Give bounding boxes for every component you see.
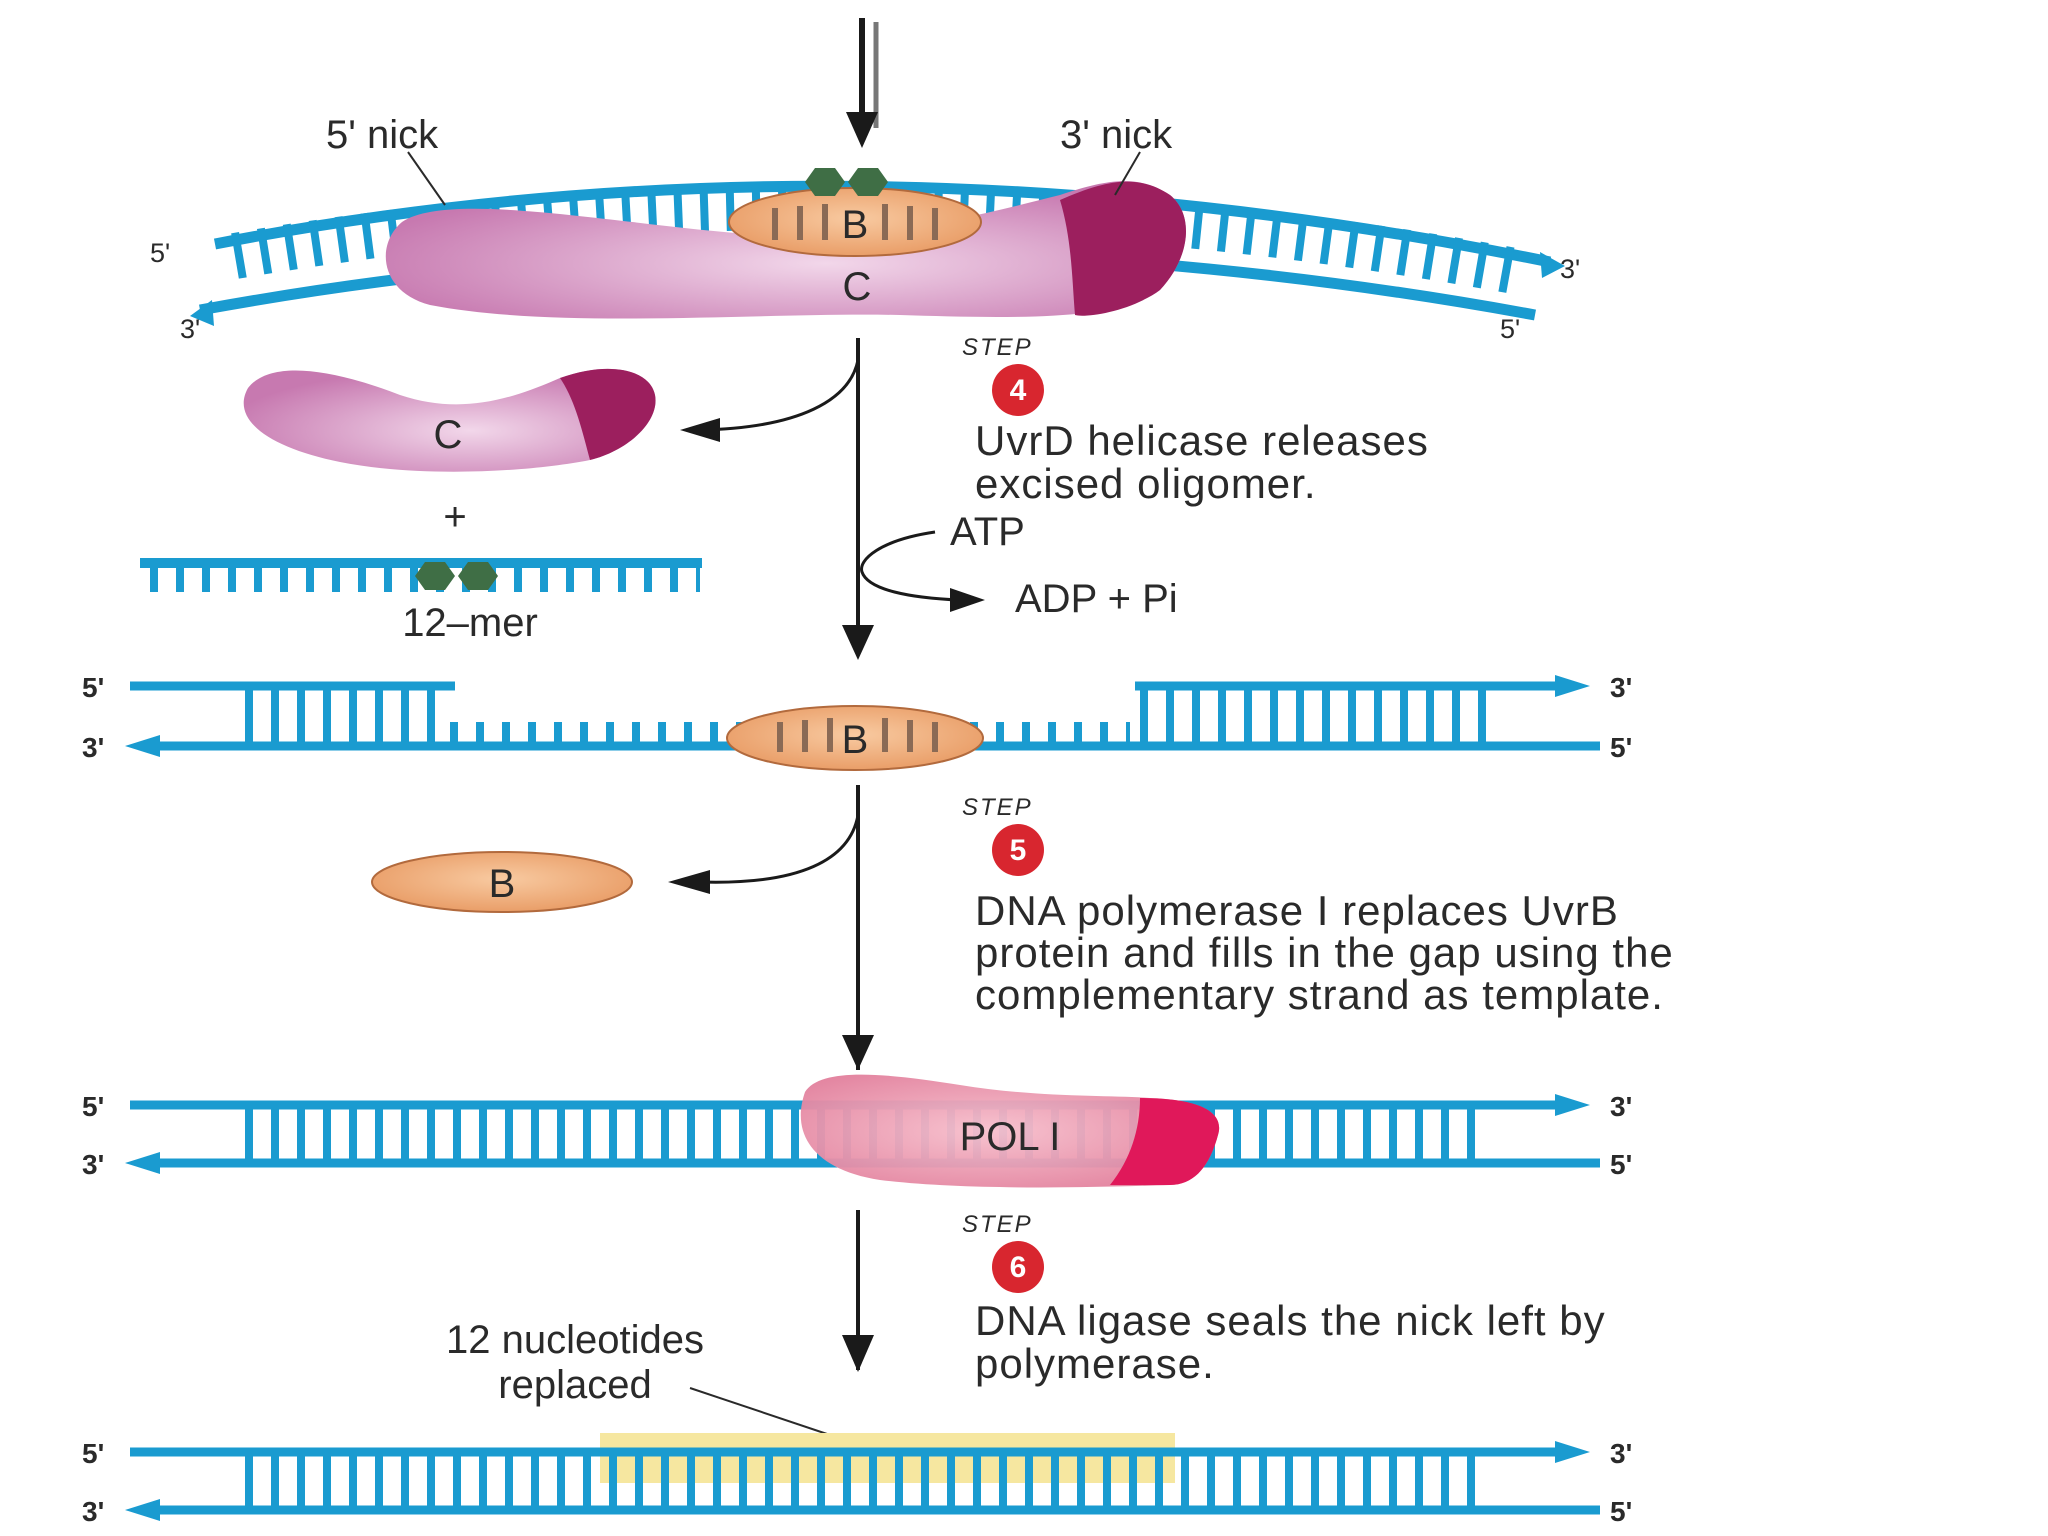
uvrb-label: B — [842, 203, 869, 247]
step-5-word: STEP — [962, 794, 1033, 821]
release-arrow-c — [699, 359, 860, 432]
atp-label: ATP — [950, 510, 1025, 554]
replaced-label-line-1: 12 nucleotides — [446, 1318, 704, 1362]
step-6-line-2: polymerase. — [975, 1340, 1215, 1387]
uvrc-released-label: C — [434, 413, 463, 457]
curved-bottom-5prime: 5' — [1500, 314, 1520, 344]
curved-top-3prime: 3' — [1560, 254, 1580, 284]
curved-bottom-3prime: 3' — [180, 314, 200, 344]
gapped-bottom-5prime: 5' — [1610, 732, 1632, 763]
pol1-bottom-5prime: 5' — [1610, 1149, 1632, 1180]
step-5-number: 5 — [1010, 834, 1027, 867]
five-prime-nick-label: 5' nick — [326, 113, 439, 157]
replaced-pointer — [689, 1387, 846, 1441]
dna-polymerase-i: POL I — [800, 1074, 1220, 1188]
uvrc-label: C — [843, 265, 872, 309]
repaired-top-5prime: 5' — [82, 1438, 104, 1469]
uvrb-on-gapped-dna: B — [726, 705, 984, 771]
plus-sign: + — [443, 495, 466, 539]
repaired-bottom-5prime: 5' — [1610, 1496, 1632, 1527]
gapped-bottom-3prime: 3' — [82, 732, 104, 763]
step-5: STEP 5 DNA polymerase I replaces UvrB pr… — [962, 794, 1674, 1018]
gapped-top-3prime: 3' — [1610, 672, 1632, 703]
release-arrow-b — [699, 814, 860, 884]
repaired-bottom-3prime: 3' — [82, 1496, 104, 1527]
repaired-top-3prime: 3' — [1610, 1438, 1632, 1469]
step-6-line-1: DNA ligase seals the nick left by — [975, 1297, 1606, 1344]
step-4-word: STEP — [962, 334, 1033, 361]
uvrb-gapped-label: B — [842, 718, 869, 762]
step-5-line-1: DNA polymerase I replaces UvrB — [975, 887, 1619, 934]
twelve-mer-label: 12–mer — [402, 601, 538, 645]
curved-top-5prime: 5' — [150, 238, 170, 268]
step-4: STEP 4 UvrD helicase releases excised ol… — [962, 334, 1429, 507]
pol1-label: POL I — [960, 1115, 1061, 1159]
step-5-line-3: complementary strand as template. — [975, 971, 1664, 1018]
pol1-top-5prime: 5' — [82, 1091, 104, 1122]
gapped-top-5prime: 5' — [82, 672, 104, 703]
replaced-region-highlight — [600, 1433, 1175, 1483]
step-6-word: STEP — [962, 1211, 1033, 1238]
uvrb-protein-bound: B — [728, 187, 982, 257]
pol1-top-3prime: 3' — [1610, 1091, 1632, 1122]
uvrb-released: B — [371, 851, 633, 913]
input-arrow — [846, 18, 879, 148]
repaired-dna-duplex — [125, 1433, 1600, 1521]
step-6: STEP 6 DNA ligase seals the nick left by… — [962, 1211, 1606, 1387]
step-4-line-2: excised oligomer. — [975, 460, 1317, 507]
step-4-number: 4 — [1010, 374, 1027, 407]
adp-label: ADP + Pi — [1015, 577, 1178, 621]
step-4-line-1: UvrD helicase releases — [975, 417, 1429, 464]
main-arrowhead-3 — [842, 1335, 874, 1372]
uvrc-released: C — [243, 368, 656, 472]
main-arrowhead-2 — [842, 1035, 874, 1070]
main-arrowhead-1 — [842, 625, 874, 660]
three-prime-nick-label: 3' nick — [1060, 113, 1173, 157]
pol1-bottom-3prime: 3' — [82, 1149, 104, 1180]
lesion-dimer-top — [805, 168, 888, 196]
step-5-line-2: protein and fills in the gap using the — [975, 929, 1674, 976]
atp-hydrolysis: ATP ADP + Pi — [860, 510, 1178, 621]
excised-12mer — [140, 558, 702, 592]
step-6-number: 6 — [1010, 1251, 1027, 1284]
replaced-label-line-2: replaced — [498, 1363, 651, 1407]
uvrb-released-label: B — [489, 862, 516, 906]
